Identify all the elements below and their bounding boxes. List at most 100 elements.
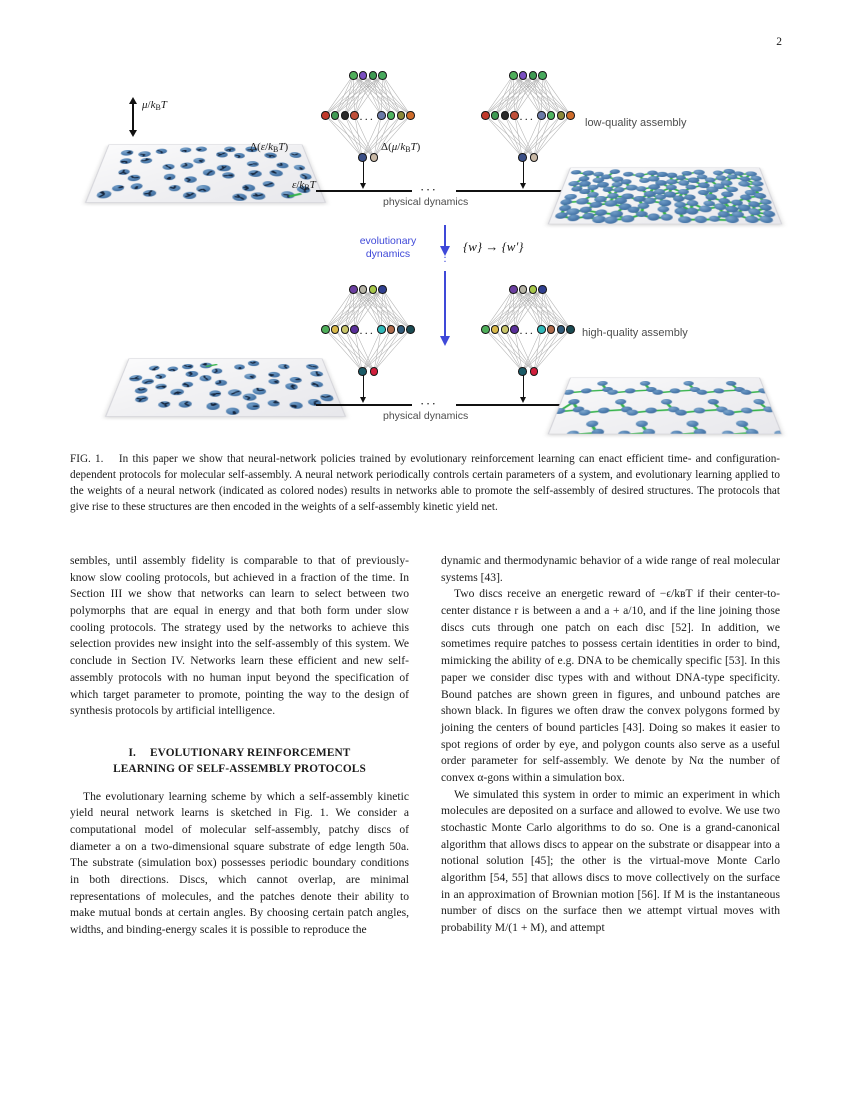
network-hidden-node [481, 325, 490, 334]
particle-bond [753, 204, 766, 209]
disc-patch [253, 406, 259, 407]
particle-bond [661, 210, 668, 218]
disc-patch [153, 368, 154, 370]
particle-bond [691, 203, 705, 210]
patchy-disc [615, 399, 627, 404]
particle-bond [640, 206, 644, 214]
evolutionary-dynamics-label: evolutionarydynamics [345, 235, 431, 261]
particle-bond [744, 193, 751, 198]
disc-patch [185, 404, 190, 406]
network-hidden-node [331, 111, 340, 120]
patchy-disc [590, 429, 604, 434]
particle-bond [751, 219, 765, 221]
disc-patch [239, 197, 244, 200]
patchy-disc [206, 403, 220, 410]
particle-bond [585, 210, 601, 214]
particle-bond [753, 212, 767, 220]
patchy-disc [715, 406, 727, 412]
patchy-disc [675, 208, 687, 214]
patchy-disc [593, 196, 607, 202]
particle-bond [680, 203, 693, 206]
particle-bond [572, 402, 579, 410]
patchy-disc [267, 400, 280, 407]
network-output-node [370, 367, 379, 376]
patchy-disc [677, 189, 688, 195]
patchy-disc [585, 420, 598, 426]
patchy-disc [620, 406, 632, 412]
network-hidden-node [510, 111, 519, 120]
disc-patch [245, 188, 250, 191]
disc-patch [164, 403, 169, 405]
network-input-node [538, 285, 547, 294]
particle-bond [723, 214, 738, 216]
disc-patch [210, 393, 215, 394]
patchy-disc [564, 194, 578, 200]
physical-dynamics-label-top: physical dynamics [383, 196, 468, 208]
particle-bond [564, 197, 571, 203]
network-output-node [370, 153, 379, 162]
patchy-disc [618, 431, 631, 435]
patchy-disc [652, 390, 663, 395]
patchy-disc [666, 185, 677, 190]
patchy-disc [730, 200, 743, 206]
low-quality-assembly-label: low-quality assembly [585, 117, 686, 129]
patchy-disc [738, 181, 751, 187]
disc-patch [232, 411, 236, 414]
disc-patch [286, 195, 289, 198]
disc-patch [168, 177, 170, 180]
section-title-line1: EVOLUTIONARY REINFORCEMENT [150, 747, 351, 759]
patchy-disc [618, 203, 632, 210]
bonded-patch-highlight [289, 193, 303, 197]
disc-patch [141, 398, 147, 400]
patchy-disc [248, 170, 262, 177]
disc-patch [246, 397, 250, 400]
paragraph-after-heading: The evolutionary learning scheme by whic… [70, 789, 409, 939]
patchy-disc [319, 394, 335, 401]
section-title-line2: LEARNING OF SELF-ASSEMBLY PROTOCOLS [113, 763, 366, 775]
particle-bond [713, 214, 724, 220]
patchy-disc [753, 399, 766, 404]
patchy-disc [627, 410, 639, 416]
particle-bond [571, 212, 575, 219]
particle-bond [711, 402, 722, 410]
patchy-disc [698, 182, 711, 188]
particle-bond [723, 201, 736, 204]
network-hidden-node [557, 111, 566, 120]
patchy-disc [647, 214, 660, 221]
disc-patch [118, 187, 123, 189]
patchy-disc [750, 176, 763, 181]
patchy-disc [725, 216, 739, 223]
physical-dynamics-timeline [316, 190, 412, 192]
disc-patch [272, 171, 277, 174]
disc-patch [239, 367, 241, 369]
assembly-surface [548, 168, 783, 225]
patchy-disc [648, 176, 659, 181]
patchy-disc [604, 200, 618, 206]
particle-bond [729, 203, 737, 210]
patchy-disc [203, 169, 216, 175]
patchy-disc [661, 399, 672, 404]
particle-bond [680, 410, 699, 413]
particle-bond [680, 211, 691, 213]
patchy-disc [621, 193, 633, 199]
patchy-disc [163, 174, 176, 180]
particle-bond [699, 409, 722, 412]
particle-bond [730, 214, 739, 220]
assembly-surface [548, 378, 783, 435]
delta-mu-label: Δ(μ/kBT) [381, 141, 420, 154]
network-hidden-node [406, 111, 415, 120]
particle-bond [758, 402, 770, 410]
particle-bond [563, 208, 573, 213]
patchy-disc [726, 187, 739, 193]
particle-bond [584, 210, 589, 217]
disc-patch [149, 193, 151, 196]
patchy-disc [565, 431, 579, 435]
disc-patch [321, 396, 327, 398]
disc-patch [211, 403, 214, 406]
patchy-disc [570, 170, 581, 175]
patchy-disc [96, 190, 113, 198]
particle-bond [722, 194, 728, 201]
patchy-disc [718, 198, 730, 204]
disc-patch [163, 404, 166, 407]
